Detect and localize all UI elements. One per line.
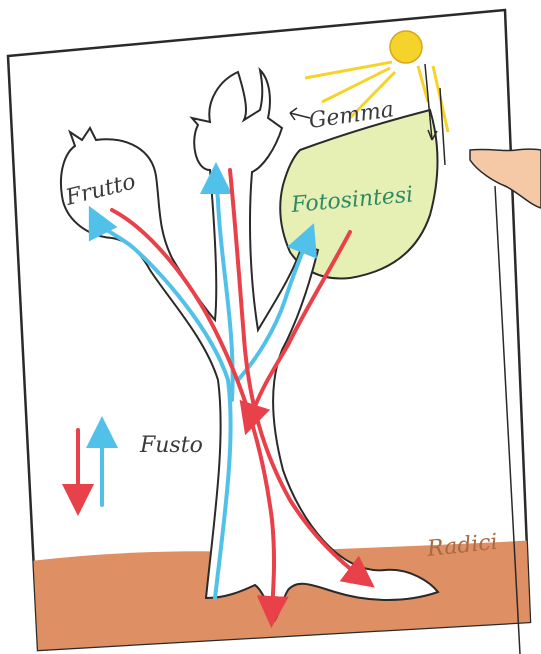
label-fusto: Fusto [139,433,203,458]
